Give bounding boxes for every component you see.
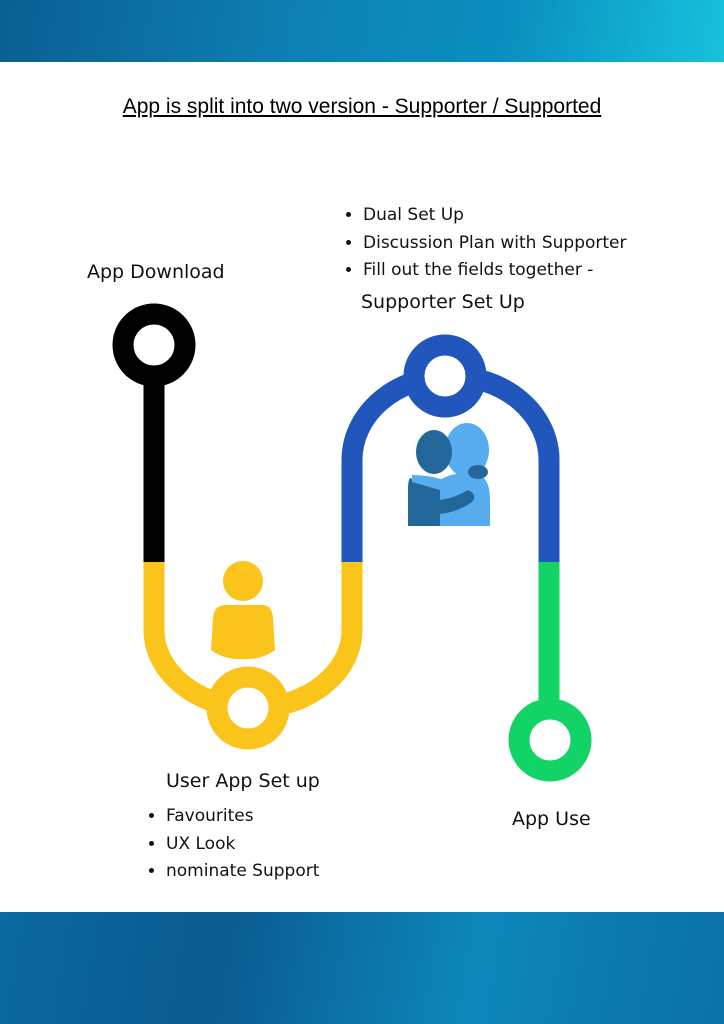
- hug-icon: [408, 423, 490, 526]
- supporter-label: Supporter Set Up: [361, 291, 525, 313]
- supporter-bullets: Dual Set Up Discussion Plan with Support…: [345, 202, 627, 285]
- bullet-item: Dual Set Up: [363, 202, 627, 230]
- header-band: [0, 0, 724, 62]
- page-title: App is split into two version - Supporte…: [122, 95, 602, 118]
- bullet-item: Favourites: [166, 803, 319, 831]
- user-label: User App Set up: [166, 770, 320, 792]
- user-node: [206, 666, 290, 750]
- bullet-item: UX Look: [166, 831, 319, 859]
- person-icon: [211, 561, 275, 660]
- use-label: App Use: [512, 808, 591, 830]
- bullet-item: Fill out the fields together -: [363, 257, 627, 285]
- download-label: App Download: [87, 261, 225, 283]
- bullet-item: nominate Support: [166, 858, 319, 886]
- supporter-node: [403, 334, 487, 418]
- bullet-item: Discussion Plan with Supporter: [363, 230, 627, 258]
- footer-band: [0, 912, 724, 1024]
- download-node: [112, 303, 196, 387]
- use-node: [508, 698, 592, 782]
- user-bullets: Favourites UX Look nominate Support: [148, 803, 319, 886]
